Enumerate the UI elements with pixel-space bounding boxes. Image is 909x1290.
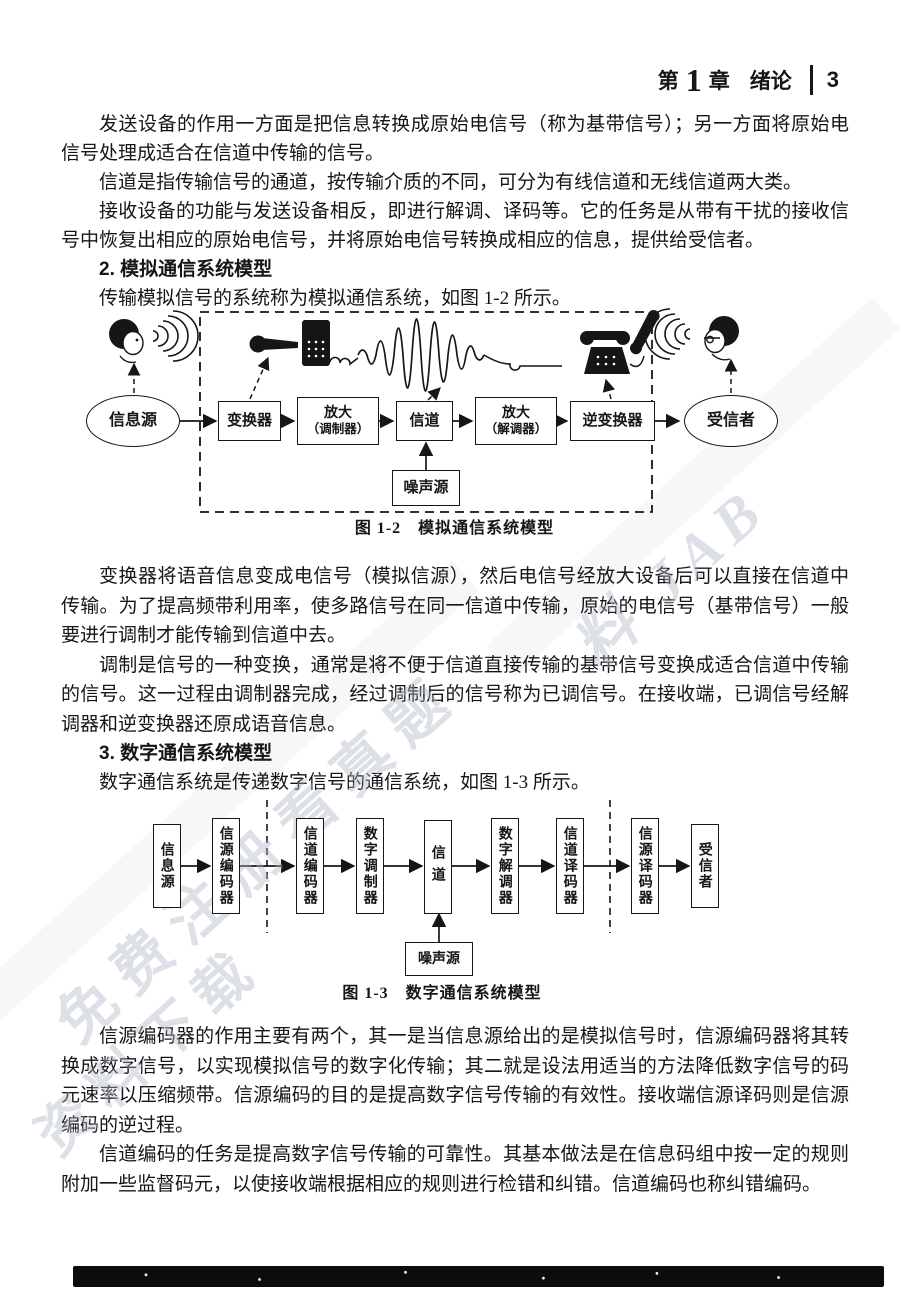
page-number: 3 xyxy=(826,67,839,92)
modulated-wave-icon xyxy=(357,318,485,392)
paragraph-analog-intro: 传输模拟信号的系统称为模拟通信系统，如图 1-2 所示。 xyxy=(99,288,571,309)
paragraph-receive: 接收设备的功能与发送设备相反，即进行解调、译码等。它的任务是从带有干扰的接收信号… xyxy=(61,201,849,251)
dashed-reference-arrows xyxy=(127,356,738,401)
node-inverse-converter: 逆变换器 xyxy=(570,401,655,441)
chapter-label-pre: 第 xyxy=(657,70,679,93)
node-receiver: 受信者 xyxy=(691,824,719,908)
node-channel: 信道 xyxy=(396,401,453,441)
paragraph-source-coding: 信源编码器的作用主要有两个，其一是当信息源给出的是模拟信号时，信源编码器将其转换… xyxy=(61,1026,849,1136)
node-noise-source: 噪声源 xyxy=(392,470,460,506)
chapter-title: 绪论 xyxy=(749,70,792,93)
node-source-decoder: 信源译码器 xyxy=(631,818,659,914)
figure-1-2-caption: 图 1-2 模拟通信系统模型 xyxy=(354,520,555,537)
wire-to-phone xyxy=(483,354,562,371)
node-amplifier-demodulator: 放大 （解调器） xyxy=(475,397,557,445)
paragraph-transmit: 发送设备的作用一方面是把信息转换成原始电信号（称为基带信号）；另一方面将原始电信… xyxy=(61,114,849,164)
page-header: 第 1 章 绪论 3 xyxy=(658,64,839,96)
node-receiver: 受信者 xyxy=(684,395,778,447)
node-converter: 变换器 xyxy=(218,401,281,441)
scan-artifact-bar xyxy=(73,1266,884,1287)
node-amplifier-modulator: 放大 （调制器） xyxy=(297,397,379,445)
text-block-bottom: 信源编码器的作用主要有两个，其一是当信息源给出的是模拟信号时，信源编码器将其转换… xyxy=(61,1022,849,1199)
figure-1-3-caption: 图 1-3 数字通信系统模型 xyxy=(342,985,542,1002)
node-amplifier-modulator-line1: 放大 xyxy=(324,404,352,421)
section-divider-dashed-lines xyxy=(266,800,611,933)
node-channel-encoder: 信道编码器 xyxy=(296,818,324,914)
heading-digital-model: 3. 数字通信系统模型 xyxy=(99,743,273,764)
node-digital-modulator: 数字调制器 xyxy=(356,818,384,914)
node-digital-demodulator: 数字解调器 xyxy=(491,818,519,914)
chapter-label-post: 章 xyxy=(708,70,730,93)
node-information-source: 信息源 xyxy=(153,824,181,908)
header-divider xyxy=(809,65,813,95)
paragraph-converter: 变换器将语音信息变成电信号（模拟信源），然后电信号经放大设备后可以直接在信道中传… xyxy=(61,566,849,646)
listener-person-icon xyxy=(704,316,739,361)
node-channel: 信道 xyxy=(424,820,452,914)
node-amplifier-modulator-line2: （调制器） xyxy=(306,421,370,436)
text-block-top: 发送设备的作用一方面是把信息转换成原始电信号（称为基带信号）；另一方面将原始电信… xyxy=(61,110,849,313)
figure-1-2-analog-system: 信息源 变换器 放大 （调制器） 信道 放大 （解调器） 逆变换器 受信者 噪声… xyxy=(0,300,909,560)
figure-1-3-digital-system: 信息源 信源编码器 信道编码器 数字调制器 信道 数字解调器 信道译码器 信源译… xyxy=(0,795,909,1013)
sound-waves-left-icon xyxy=(152,310,199,362)
node-amplifier-demodulator-line1: 放大 xyxy=(502,404,530,421)
cord-coil-icon xyxy=(329,356,359,366)
handset-device-icon xyxy=(302,320,330,366)
node-information-source: 信息源 xyxy=(86,395,180,447)
paragraph-modulation: 调制是信号的一种变换，通常是将不便于信道直接传输的基带信号变换成适合信道中传输的… xyxy=(61,654,849,735)
paragraph-channel-coding: 信道编码的任务是提高数字信号传输的可靠性。其基本做法是在信息码组中按一定的规则附… xyxy=(61,1144,849,1195)
node-channel-decoder: 信道译码器 xyxy=(556,818,584,914)
paragraph-digital-intro: 数字通信系统是传递数字信号的通信系统，如图 1-3 所示。 xyxy=(99,772,590,793)
microphone-icon xyxy=(249,335,298,353)
node-source-encoder: 信源编码器 xyxy=(212,818,240,914)
node-noise-source: 噪声源 xyxy=(405,942,473,976)
heading-analog-model: 2. 模拟通信系统模型 xyxy=(99,259,273,280)
node-amplifier-demodulator-line2: （解调器） xyxy=(484,421,548,436)
chapter-number: 1 xyxy=(685,62,702,98)
text-block-middle: 变换器将语音信息变成电信号（模拟信源），然后电信号经放大设备后可以直接在信道中传… xyxy=(61,562,849,798)
paragraph-channel: 信道是指传输信号的通道，按传输介质的不同，可分为有线信道和无线信道两大类。 xyxy=(99,172,803,193)
speaker-person-icon xyxy=(109,319,144,364)
system-boundary-dashed-box xyxy=(199,311,653,513)
handset-cord-icon xyxy=(629,355,645,368)
flow-arrows xyxy=(181,858,691,942)
sound-waves-right-icon xyxy=(644,308,691,360)
figure-1-2-artwork xyxy=(109,308,739,513)
telephone-icon xyxy=(580,331,630,374)
figure-1-3-artwork xyxy=(181,800,691,942)
